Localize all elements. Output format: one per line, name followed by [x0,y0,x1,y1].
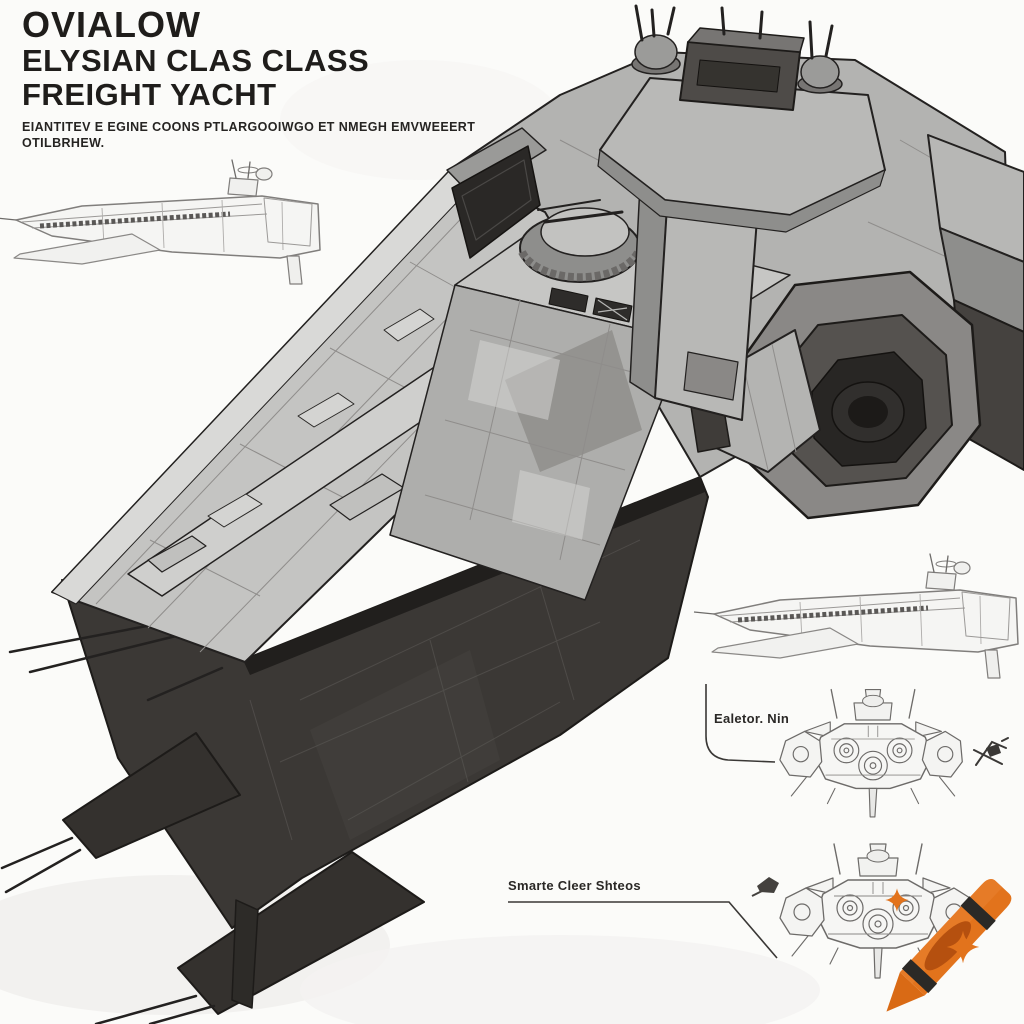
main-ship-intake [446,127,547,259]
underside-label-leader [508,901,778,959]
side-profile-sketch-right [694,554,1018,678]
ship-class-title: ELYSIAN CLAS CLASS [22,43,370,79]
small-scribble [751,877,779,897]
bow-front-sketch [779,688,964,818]
engine-label-leader [705,684,776,763]
main-ship-dome-turret [518,199,642,283]
leader-lines [508,684,778,959]
ship-series-title: OVIALOW [22,4,201,45]
spec-text-line2: OTILBRHEW. [22,135,105,150]
ship-type-title: FREIGHT YACHT [22,76,277,112]
engine-view-label: Ealetor. Nin [714,711,790,726]
title-block: OVIALOW ELYSIAN CLAS CLASS FREIGHT YACHT… [22,6,475,150]
main-ship-dark-hull [0,476,709,1024]
fighter-scribble [973,737,1009,766]
underside-view-label: Smarte Cleer Shteos [508,878,641,893]
main-ship-isometric [0,4,1024,1024]
main-ship-bridge-tower [597,4,886,421]
crayon-icon [885,879,1012,1012]
spec-text-line1: EIANTITEV E EGINE COONS PTLARGOOIWGO ET … [22,119,476,134]
side-profile-sketch-top-left [0,160,320,284]
